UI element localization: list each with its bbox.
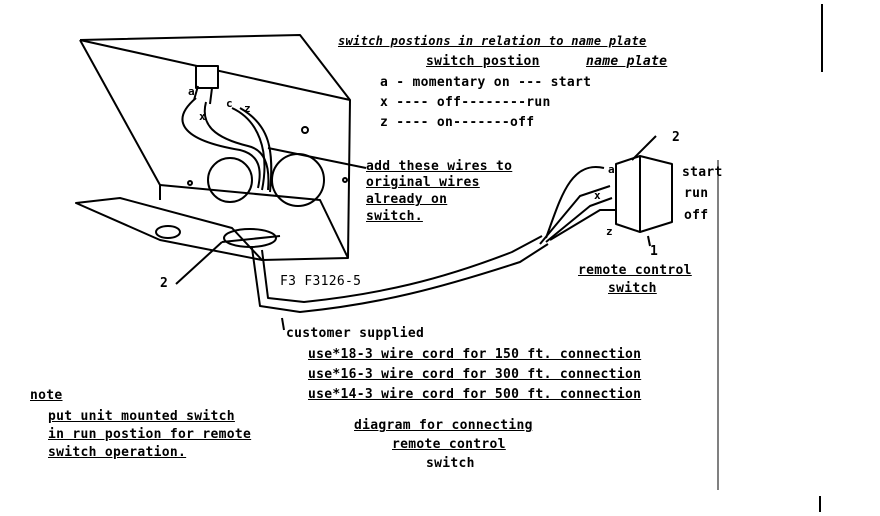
remote-switch-body [615, 155, 673, 233]
note-line-1: put unit mounted switch [48, 409, 235, 424]
mounted-switch-body [195, 65, 219, 89]
add-wires-line-2: original wires [366, 175, 480, 190]
customer-supplied-label: customer supplied [286, 326, 425, 341]
knockout-left [207, 157, 253, 203]
box-floor [75, 197, 263, 261]
box-top-rim [79, 34, 351, 101]
add-wires-line-1: add these wires to [366, 159, 513, 174]
caption-line-3: switch [426, 456, 475, 471]
add-wires-line-4: switch. [366, 209, 423, 224]
box-left-edge [79, 39, 161, 200]
leader-customer [281, 317, 285, 331]
position-table-title: switch postions in relation to name plat… [338, 34, 647, 48]
col-switch-position: switch postion [426, 54, 540, 69]
leader-2-right [631, 135, 657, 161]
leader-2-left [175, 241, 223, 285]
position-row-a: a - momentary on --- start [380, 75, 592, 90]
note-line-2: in run postion for remote [48, 427, 252, 442]
cord-spec-300ft: use*16-3 wire cord for 300 ft. connectio… [308, 367, 642, 382]
note-title: note [30, 388, 63, 403]
floor-hole [155, 225, 181, 239]
callout-1: 1 [650, 244, 659, 259]
remote-terminal-z: z [606, 225, 613, 238]
leader-add-wires [267, 147, 367, 169]
col-name-plate: name plate [586, 54, 668, 69]
nameplate-start: start [682, 165, 723, 180]
position-row-z: z ---- on-------off [380, 115, 535, 130]
add-wires-line-3: already on [366, 192, 448, 207]
cord-spec-500ft: use*14-3 wire cord for 500 ft. connectio… [308, 387, 642, 402]
mounted-terminal-c: c [226, 97, 233, 110]
nameplate-run: run [684, 186, 709, 201]
figure-id: F3 F3126-5 [280, 274, 362, 289]
caption-line-1: diagram for connecting [354, 418, 533, 433]
box-inner-rim [159, 184, 349, 259]
remote-switch-label-1: remote control [578, 263, 692, 278]
note-line-3: switch operation. [48, 445, 187, 460]
position-row-x: x ---- off--------run [380, 95, 551, 110]
mounted-terminal-x: x [199, 110, 206, 123]
remote-terminal-x: x [594, 189, 601, 202]
mounted-terminal-a: a [188, 85, 195, 98]
callout-2-left: 2 [160, 276, 169, 291]
remote-switch-label-2: switch [608, 281, 657, 296]
supply-cord [251, 243, 549, 313]
nameplate-off: off [684, 208, 709, 223]
inner-wires [181, 97, 261, 189]
caption-line-2: remote control [392, 437, 506, 452]
mounted-terminal-z: z [244, 102, 251, 115]
remote-terminal-a: a [608, 163, 615, 176]
cord-spec-150ft: use*18-3 wire cord for 150 ft. connectio… [308, 347, 642, 362]
cord-clamp [223, 228, 277, 248]
leader-1 [647, 235, 651, 247]
callout-2-right: 2 [672, 130, 681, 145]
